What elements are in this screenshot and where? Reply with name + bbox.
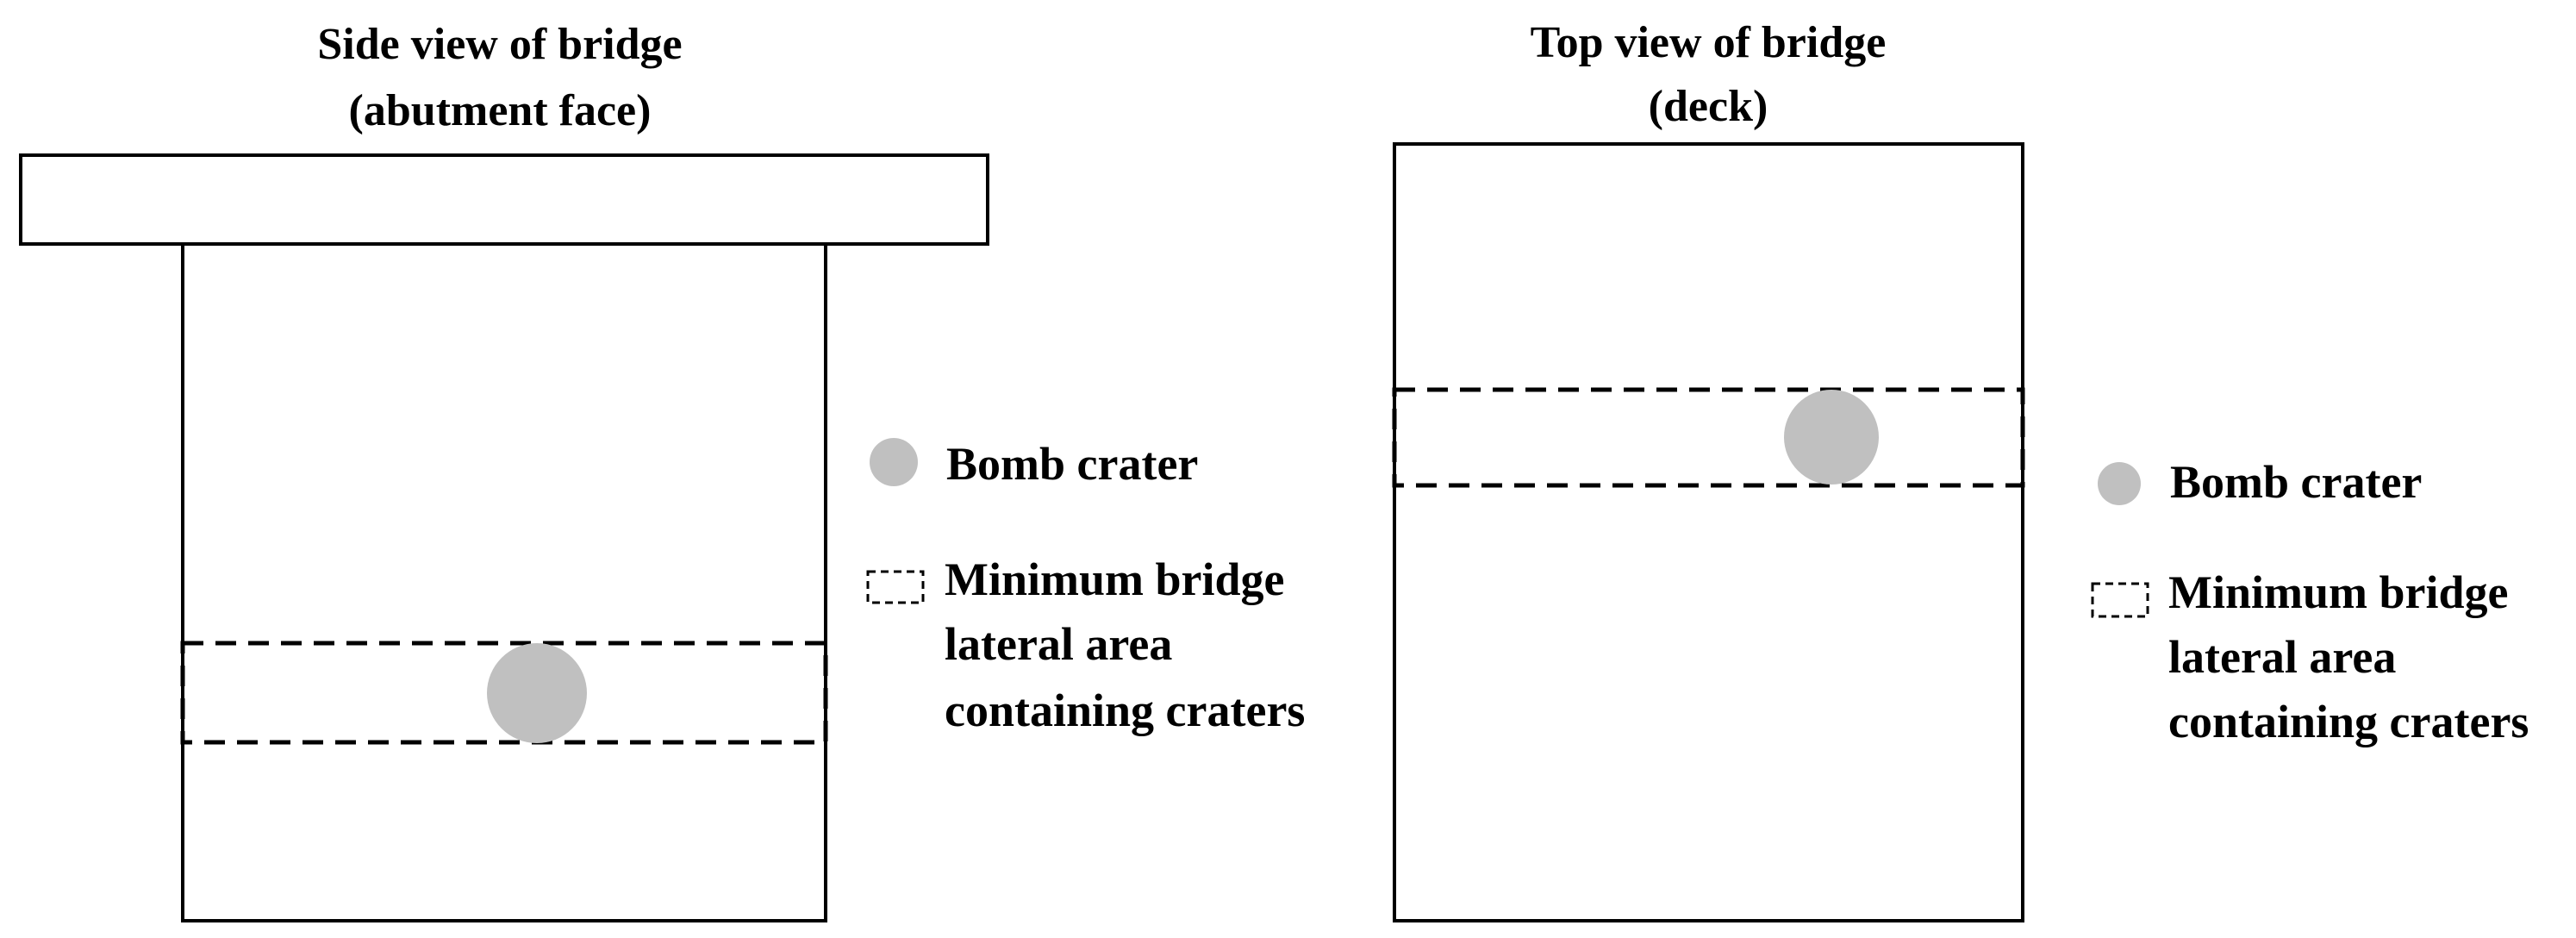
side-view-legend: Bomb crater Minimum bridge lateral area … <box>866 438 1305 736</box>
top-view-title-line2: (deck) <box>1649 82 1768 131</box>
side-view-legend-area-label-line1: Minimum bridge <box>945 553 1285 605</box>
top-view-legend-area-label-line2: lateral area <box>2168 631 2396 683</box>
top-view-legend-crater-label: Bomb crater <box>2170 456 2422 508</box>
side-view-crater-area <box>180 641 828 745</box>
top-view-legend-crater-icon <box>2098 462 2141 505</box>
top-view-title-line1: Top view of bridge <box>1531 18 1887 67</box>
side-view-deck-slab <box>19 153 989 246</box>
side-view-legend-area-label-line3: containing craters <box>945 685 1305 736</box>
side-view-legend-area-icon <box>866 570 925 604</box>
side-view-title-line1: Side view of bridge <box>317 20 682 69</box>
top-view-legend-area-label-line3: containing craters <box>2168 696 2529 747</box>
top-view-legend: Bomb crater Minimum bridge lateral area … <box>2091 456 2529 747</box>
top-view-legend-area-icon <box>2091 582 2149 618</box>
top-view-legend-area-label-line1: Minimum bridge <box>2168 566 2509 618</box>
side-view-title-line2: (abutment face) <box>349 86 652 135</box>
side-view-legend-crater-icon <box>870 438 918 486</box>
side-view-legend-area-label-line2: lateral area <box>945 618 1172 670</box>
side-view-abutment <box>181 242 827 922</box>
top-view-deck <box>1393 142 2024 922</box>
top-view-crater-area <box>1392 387 2025 488</box>
side-view-panel: Side view of bridge (abutment face) Bomb… <box>19 20 1305 922</box>
top-view-bomb-crater <box>1784 390 1879 485</box>
top-view-panel: Top view of bridge (deck) Bomb crater Mi… <box>1392 18 2529 922</box>
side-view-legend-crater-label: Bomb crater <box>946 438 1198 490</box>
side-view-bomb-crater <box>487 643 587 743</box>
